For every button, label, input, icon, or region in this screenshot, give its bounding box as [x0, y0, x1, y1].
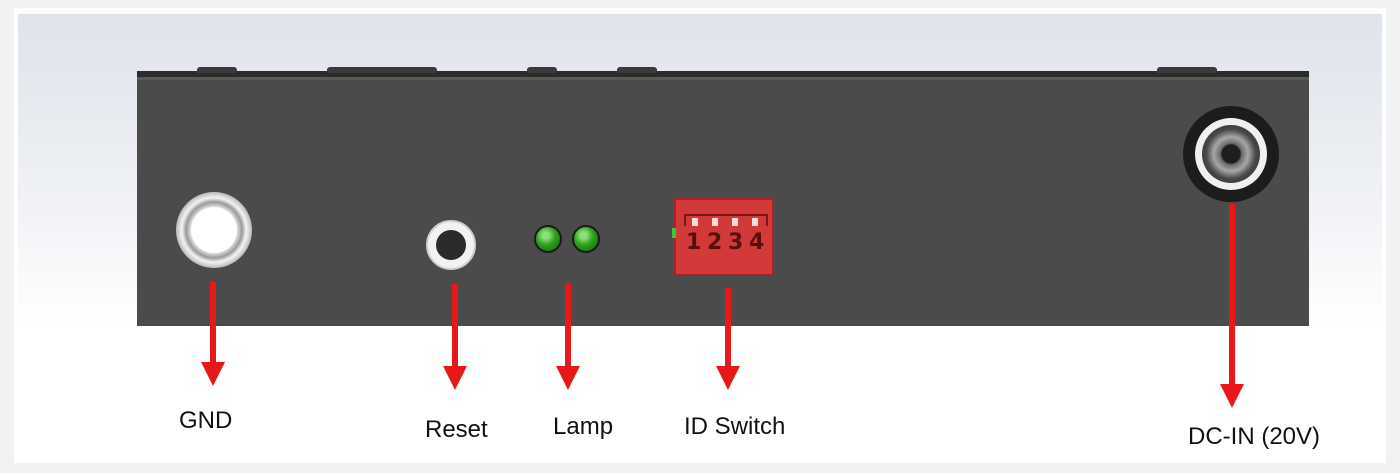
panel-top-ridge: [617, 67, 657, 73]
dc-jack-pin: [1202, 125, 1260, 183]
dip-position-label: 2: [707, 230, 723, 255]
dc-in-jack-icon: [1183, 106, 1279, 202]
lamp-led-icon: [572, 225, 600, 253]
panel-top-ridge: [527, 67, 557, 73]
dip-switch-track: [684, 214, 768, 226]
lamp-label: Lamp: [553, 413, 614, 440]
device-front-panel: [137, 67, 1309, 326]
panel-top-ridge: [197, 67, 237, 73]
dip-tab: [752, 218, 758, 226]
lamp-arrow-icon: [555, 284, 581, 390]
panel-top-edge: [137, 77, 1309, 80]
id-switch-icon: 1 2 3 4: [672, 198, 774, 276]
dip-position-label: 4: [749, 230, 765, 255]
panel-top-ridge: [1157, 67, 1217, 73]
dip-tab: [712, 218, 718, 226]
dip-tab: [692, 218, 698, 226]
dip-position-label: 3: [728, 230, 744, 255]
gnd-arrow-icon: [200, 282, 226, 386]
dip-tab: [732, 218, 738, 226]
reset-button-icon: [426, 220, 476, 270]
dip-indicator-mark: [672, 228, 676, 238]
dc-in-arrow-icon: [1219, 204, 1245, 408]
gnd-terminal-icon: [176, 192, 252, 268]
reset-arrow-icon: [442, 284, 468, 390]
dc-in-label: DC-IN (20V): [1188, 423, 1321, 450]
reset-label: Reset: [425, 416, 488, 443]
panel-top-ridge: [327, 67, 437, 73]
id-switch-arrow-icon: [715, 288, 741, 390]
dip-position-label: 1: [686, 230, 702, 255]
id-switch-label: ID Switch: [684, 413, 786, 440]
lamp-led-icon: [534, 225, 562, 253]
gnd-label: GND: [179, 407, 233, 434]
